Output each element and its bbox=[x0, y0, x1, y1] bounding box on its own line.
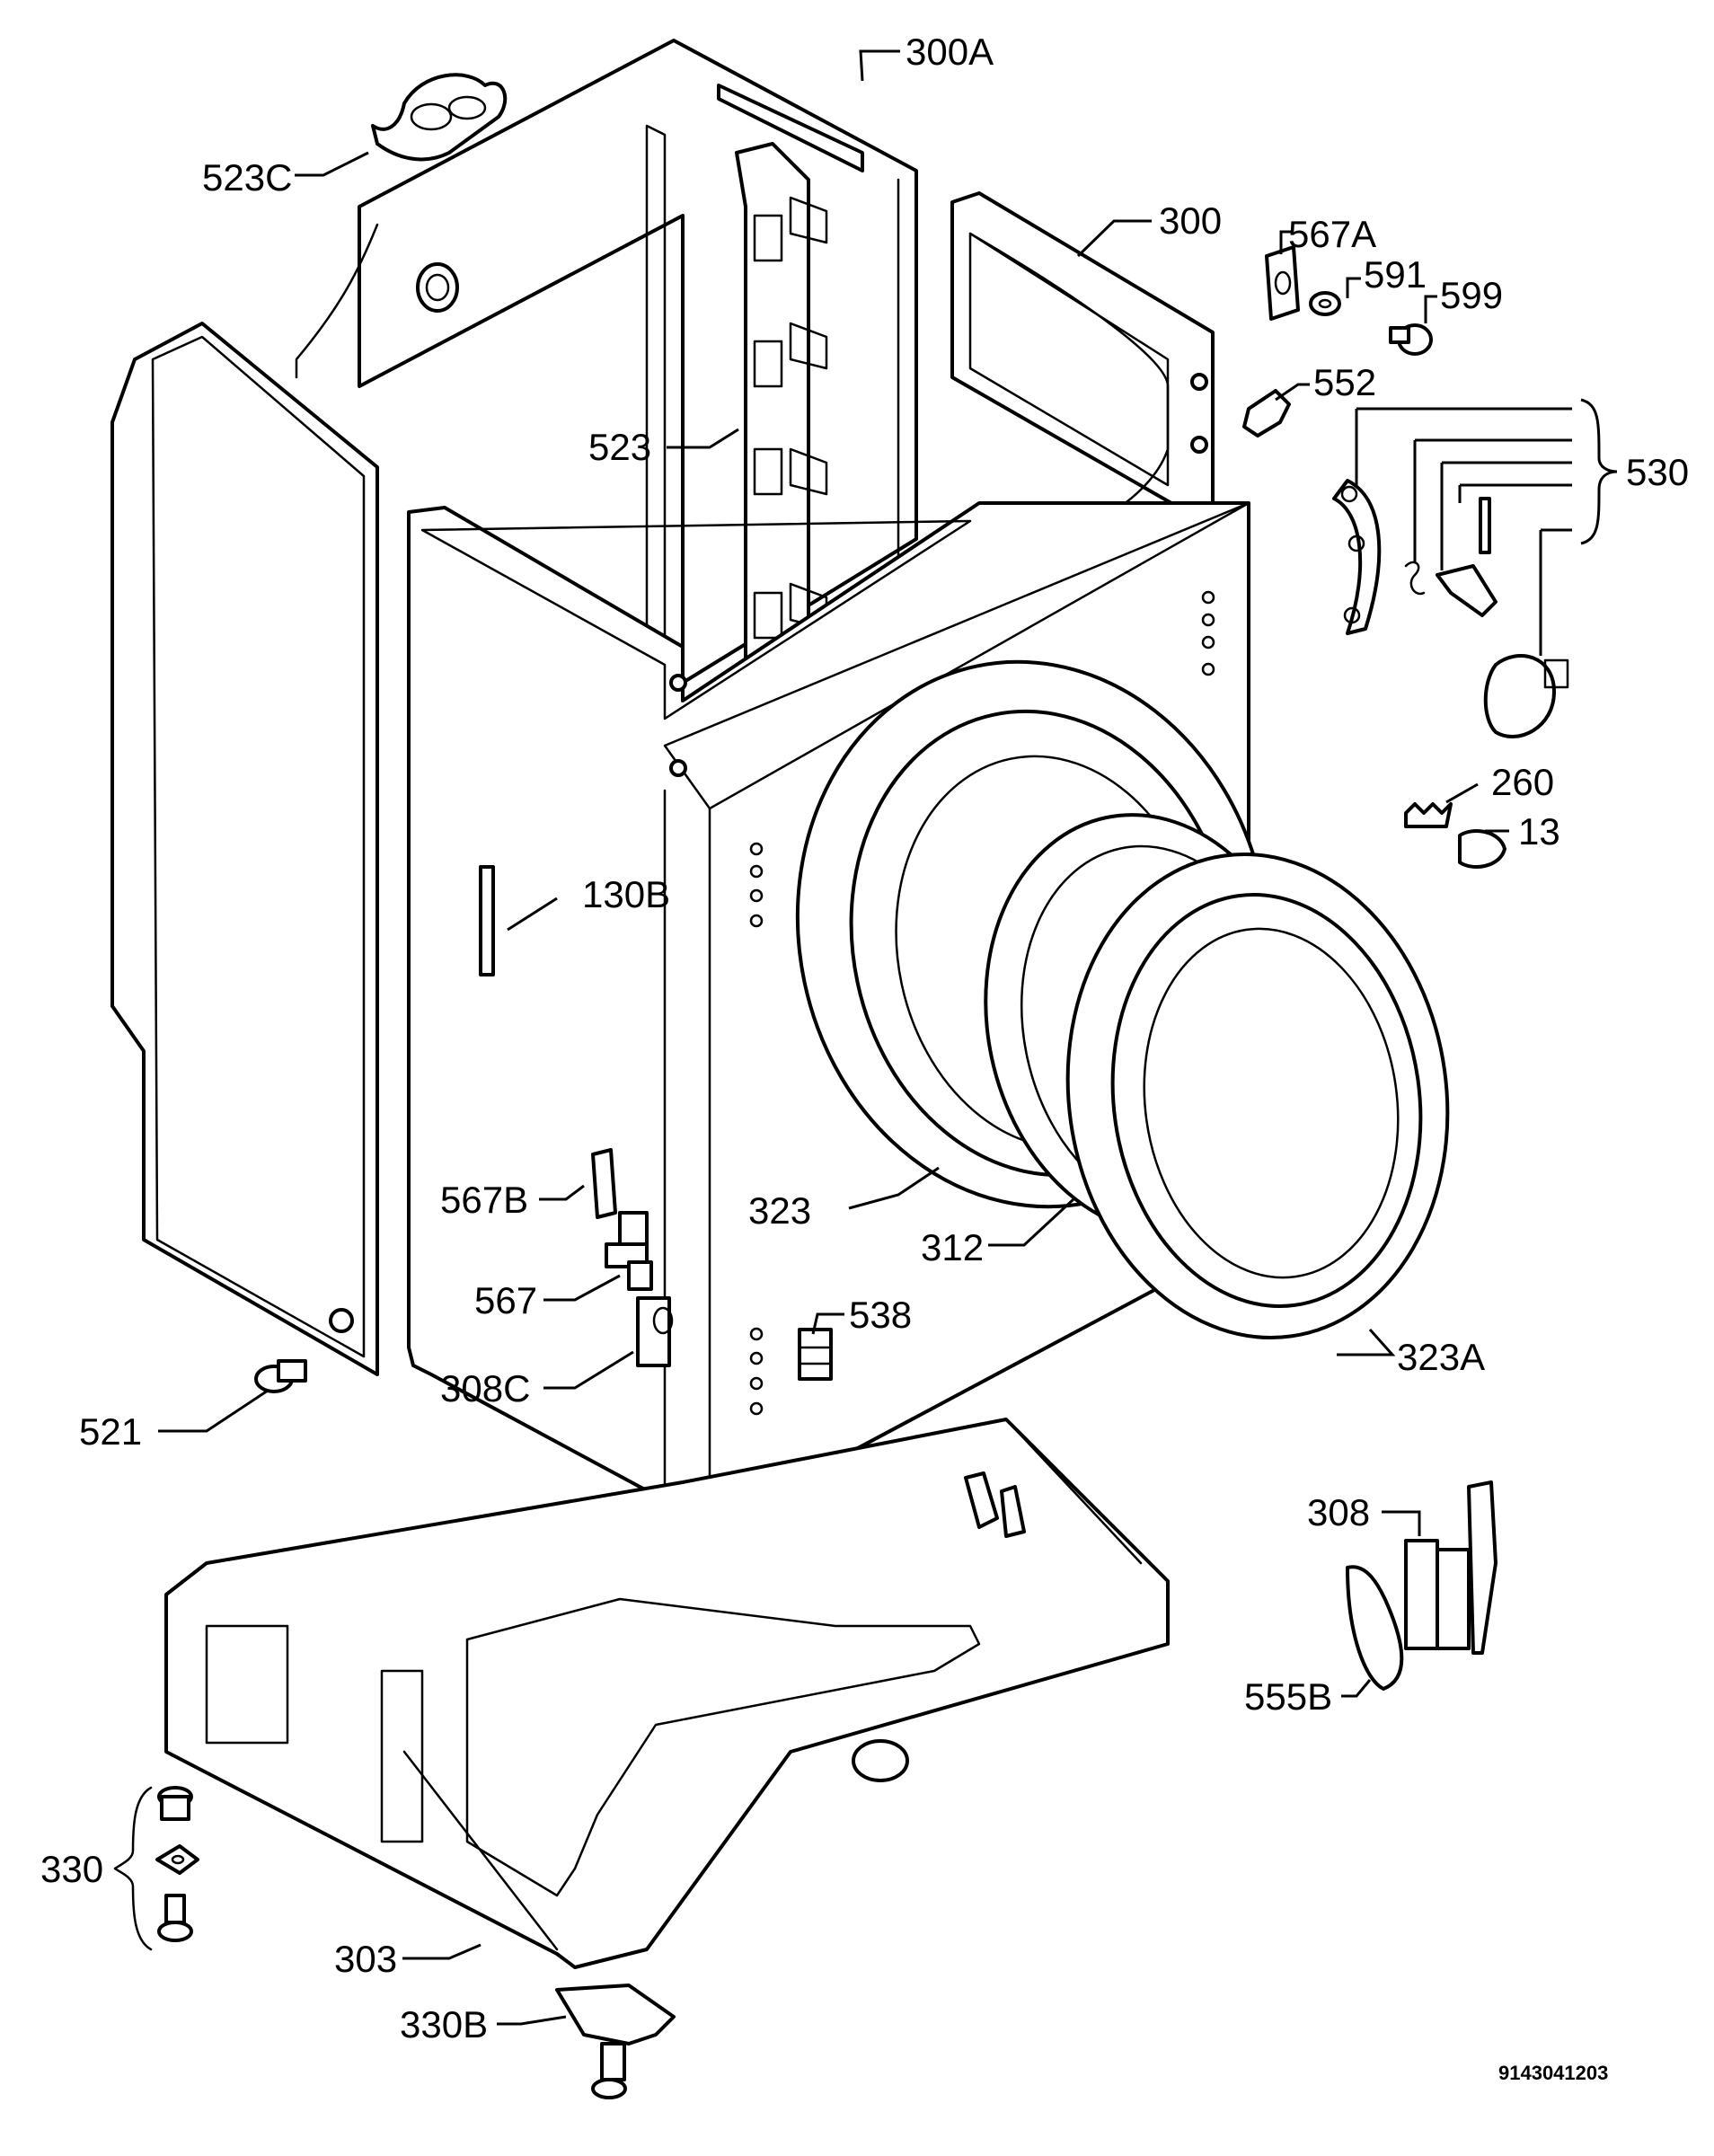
callout-323: 323 bbox=[748, 1189, 811, 1232]
callout-538: 538 bbox=[849, 1294, 912, 1336]
callout-330B: 330B bbox=[400, 2003, 488, 2046]
small-brackets bbox=[591, 1148, 833, 1381]
cable-clip bbox=[371, 73, 508, 162]
right-side-panel bbox=[950, 191, 1215, 523]
door-hinge bbox=[1346, 1480, 1498, 1691]
door-handle-kit bbox=[1332, 479, 1569, 738]
base-frame bbox=[164, 1418, 1170, 1969]
adjustable-foot bbox=[555, 1984, 676, 2099]
callout-530: 530 bbox=[1626, 451, 1689, 493]
callout-591: 591 bbox=[1364, 253, 1427, 296]
callout-130B: 130B bbox=[582, 873, 670, 915]
callout-330: 330 bbox=[40, 1848, 103, 1890]
callout-323A: 323A bbox=[1397, 1336, 1485, 1378]
callout-521: 521 bbox=[79, 1410, 142, 1453]
door-outer-ring bbox=[1065, 853, 1450, 1339]
callout-312: 312 bbox=[921, 1226, 984, 1268]
callout-567A: 567A bbox=[1288, 213, 1376, 255]
harness-bracket bbox=[735, 142, 828, 694]
callout-552: 552 bbox=[1313, 361, 1376, 403]
leader-lines bbox=[158, 49, 1572, 2026]
bracket-530 bbox=[1580, 398, 1618, 545]
callout-308C: 308C bbox=[440, 1367, 530, 1409]
callout-260: 260 bbox=[1491, 761, 1554, 803]
callout-555B: 555B bbox=[1244, 1675, 1332, 1718]
callout-308: 308 bbox=[1307, 1491, 1370, 1533]
callout-523C: 523C bbox=[202, 156, 292, 199]
callout-300A: 300A bbox=[906, 31, 994, 73]
callout-599: 599 bbox=[1440, 274, 1503, 316]
left-side-panel bbox=[110, 322, 379, 1376]
callout-567: 567 bbox=[474, 1279, 537, 1321]
callout-300: 300 bbox=[1159, 199, 1222, 242]
callout-303: 303 bbox=[334, 1938, 397, 1980]
screw-521 bbox=[254, 1359, 307, 1393]
callout-labels: 300A 523C 300 567A 591 599 552 523 530 2… bbox=[40, 31, 1689, 2046]
callout-523: 523 bbox=[588, 426, 651, 468]
hardware-set-330 bbox=[113, 1786, 199, 1951]
callout-567B: 567B bbox=[440, 1179, 528, 1221]
callout-13: 13 bbox=[1518, 810, 1560, 853]
document-number: 9143041203 bbox=[1498, 2062, 1608, 2084]
small-hardware-top-right bbox=[1242, 245, 1433, 437]
spring-and-pin bbox=[1404, 802, 1506, 869]
